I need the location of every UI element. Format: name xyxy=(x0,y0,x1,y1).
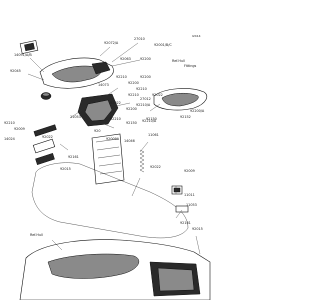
parts-diagram: I2414 xyxy=(4,34,211,300)
part-label: 92150 xyxy=(126,121,137,125)
part-label: 92210 xyxy=(128,93,139,97)
part-label: 92009 xyxy=(184,169,195,173)
part-label: 92210 xyxy=(4,121,15,125)
part-label: 92200/A xyxy=(190,109,205,113)
part-label: 92200 xyxy=(128,81,139,85)
part-label: 92152 xyxy=(180,115,191,119)
part-label: 11061 xyxy=(148,133,159,137)
diagram-code: I2414 xyxy=(192,34,201,38)
part-label: 92200 xyxy=(140,75,151,79)
part-label: Ref.Hull xyxy=(30,233,43,237)
part-label: 92045 xyxy=(10,69,21,73)
part-label: 92022 xyxy=(42,135,53,139)
part-label: 27010 xyxy=(134,37,145,41)
part-label: 92015 xyxy=(60,167,71,171)
part-label: 92161 xyxy=(68,155,79,159)
part-label: 11053 xyxy=(70,115,81,119)
seat-cover-part xyxy=(39,57,114,89)
mounting-bracket-part xyxy=(19,40,39,54)
part-label: 92210 xyxy=(110,117,121,121)
part-label: 92210 xyxy=(116,75,127,79)
part-label: 92009A xyxy=(106,137,120,141)
part-label: 92022 xyxy=(150,165,161,169)
part-label: Fittings xyxy=(184,64,197,68)
part-label: 92015 xyxy=(192,227,203,231)
spring-part xyxy=(139,149,145,173)
part-label: 92022 xyxy=(110,101,121,105)
part-label: 92022 xyxy=(152,93,163,97)
leader-lines xyxy=(27,42,201,255)
part-label: 27012 xyxy=(140,97,151,101)
part-label: 92200 xyxy=(126,107,137,111)
part-label: 14046 xyxy=(124,139,135,143)
hull-opening-outline xyxy=(31,162,189,239)
part-label: 92150 xyxy=(146,117,157,121)
part-label: 920 xyxy=(94,129,100,133)
part-label: 14091/A/B xyxy=(14,53,32,57)
part-label: 11053 xyxy=(186,203,197,207)
part-label: 92200 xyxy=(140,57,151,61)
knob-part xyxy=(40,92,52,100)
part-label: 92063 xyxy=(120,57,131,61)
hull-deck-part xyxy=(19,239,211,300)
part-labels: 92072/A 27010 92001/B/C 14091/A/B 92063 … xyxy=(4,37,205,237)
side-pad-part xyxy=(153,88,207,111)
part-label: 92161 xyxy=(180,221,191,225)
part-label: 14024 xyxy=(4,137,15,141)
part-label: 92072/A xyxy=(104,41,119,45)
part-label: 92210/A xyxy=(136,103,151,107)
center-plate-part xyxy=(91,133,125,185)
latch-part xyxy=(171,185,189,213)
part-label: Ref.Hull xyxy=(172,59,185,63)
part-label: 11011 xyxy=(184,193,195,197)
part-label: 92210/A xyxy=(142,119,157,123)
part-label: 92009 xyxy=(14,127,25,131)
left-bracket-part xyxy=(32,124,57,165)
part-label: 92210 xyxy=(136,87,147,91)
hatch-lid-part xyxy=(77,93,119,127)
part-label: 14073 xyxy=(98,83,109,87)
part-label: 92001/B/C xyxy=(154,43,172,47)
